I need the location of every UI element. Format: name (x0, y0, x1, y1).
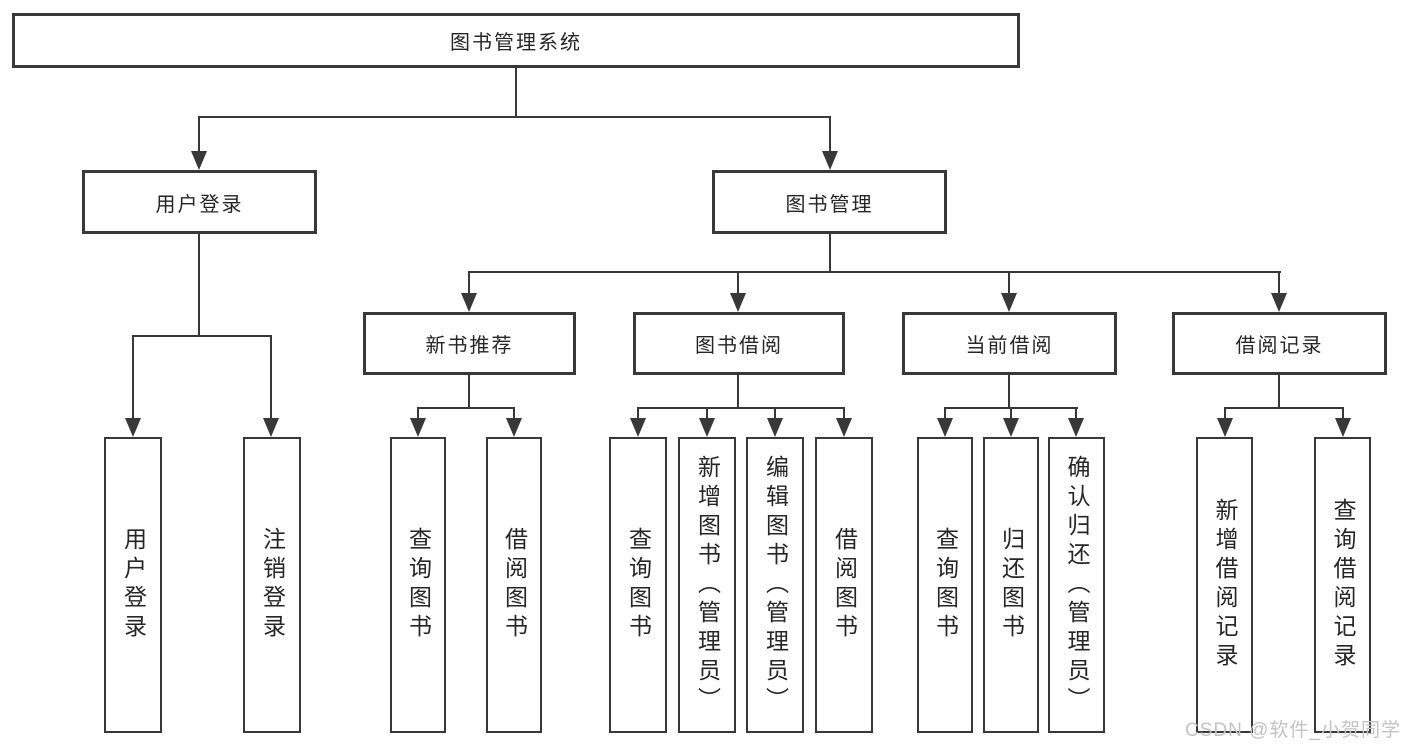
connector-line (468, 271, 470, 295)
arrow-down-icon (699, 418, 715, 437)
leaf-logout: 注销登录 (243, 437, 301, 733)
connector-line (468, 375, 470, 409)
connector-line (1278, 375, 1280, 409)
leaf-query-books-borrowing: 查询图书 (609, 437, 667, 733)
connector-line (132, 335, 272, 337)
connector-line (1008, 375, 1010, 409)
leaf-confirm-return-admin: 确认归还（管理员） (1048, 437, 1105, 733)
node-current-borrowing: 当前借阅 (902, 312, 1117, 375)
connector-line (515, 68, 517, 118)
connector-line (737, 375, 739, 409)
arrow-down-icon (506, 418, 522, 437)
connector-line (417, 407, 419, 420)
connector-line (1075, 407, 1077, 420)
arrow-down-icon (263, 418, 279, 437)
arrow-down-icon (822, 151, 838, 170)
leaf-query-books-recommend: 查询图书 (390, 437, 446, 733)
node-user-login: 用户登录 (82, 170, 317, 234)
connector-line (1224, 407, 1226, 420)
connector-line (270, 335, 272, 420)
arrow-down-icon (1271, 293, 1287, 312)
connector-line (737, 271, 739, 295)
arrow-down-icon (767, 418, 783, 437)
connector-line (417, 407, 515, 409)
connector-line (1008, 271, 1010, 295)
node-new-book-recommend: 新书推荐 (363, 312, 576, 375)
arrow-down-icon (730, 293, 746, 312)
leaf-return-books: 归还图书 (983, 437, 1039, 733)
arrow-down-icon (461, 293, 477, 312)
leaf-add-borrow-record: 新增借阅记录 (1196, 437, 1253, 733)
leaf-query-books-current: 查询图书 (917, 437, 973, 733)
arrow-down-icon (410, 418, 426, 437)
connector-line (198, 116, 831, 118)
node-book-borrowing: 图书借阅 (633, 312, 845, 375)
arrow-down-icon (1003, 418, 1019, 437)
arrow-down-icon (1001, 293, 1017, 312)
connector-line (774, 407, 776, 420)
connector-line (1278, 271, 1280, 295)
leaf-add-books-admin: 新增图书（管理员） (678, 437, 736, 733)
connector-line (637, 407, 845, 409)
node-borrow-records: 借阅记录 (1172, 312, 1387, 375)
leaf-query-borrow-record: 查询借阅记录 (1314, 437, 1371, 733)
leaf-borrow-books-recommend: 借阅图书 (486, 437, 542, 733)
connector-line (829, 234, 831, 273)
connector-line (1342, 407, 1344, 420)
connector-line (843, 407, 845, 420)
connector-line (706, 407, 708, 420)
arrow-down-icon (937, 418, 953, 437)
node-root: 图书管理系统 (12, 13, 1020, 68)
connector-line (132, 335, 134, 420)
node-book-management: 图书管理 (712, 170, 947, 234)
arrow-down-icon (1217, 418, 1233, 437)
connector-line (1010, 407, 1012, 420)
connector-line (637, 407, 639, 420)
arrow-down-icon (191, 151, 207, 170)
connector-line (829, 116, 831, 153)
leaf-edit-books-admin: 编辑图书（管理员） (746, 437, 804, 733)
arrow-down-icon (836, 418, 852, 437)
leaf-borrow-books: 借阅图书 (815, 437, 873, 733)
connector-line (198, 234, 200, 337)
arrow-down-icon (630, 418, 646, 437)
connector-line (198, 116, 200, 153)
arrow-down-icon (125, 418, 141, 437)
connector-line (468, 271, 1281, 273)
arrow-down-icon (1335, 418, 1351, 437)
csdn-watermark: CSDN @软件_小贺同学 (1185, 720, 1401, 741)
connector-line (513, 407, 515, 420)
connector-line (1224, 407, 1344, 409)
arrow-down-icon (1068, 418, 1084, 437)
leaf-user-login: 用户登录 (104, 437, 162, 733)
connector-line (944, 407, 946, 420)
